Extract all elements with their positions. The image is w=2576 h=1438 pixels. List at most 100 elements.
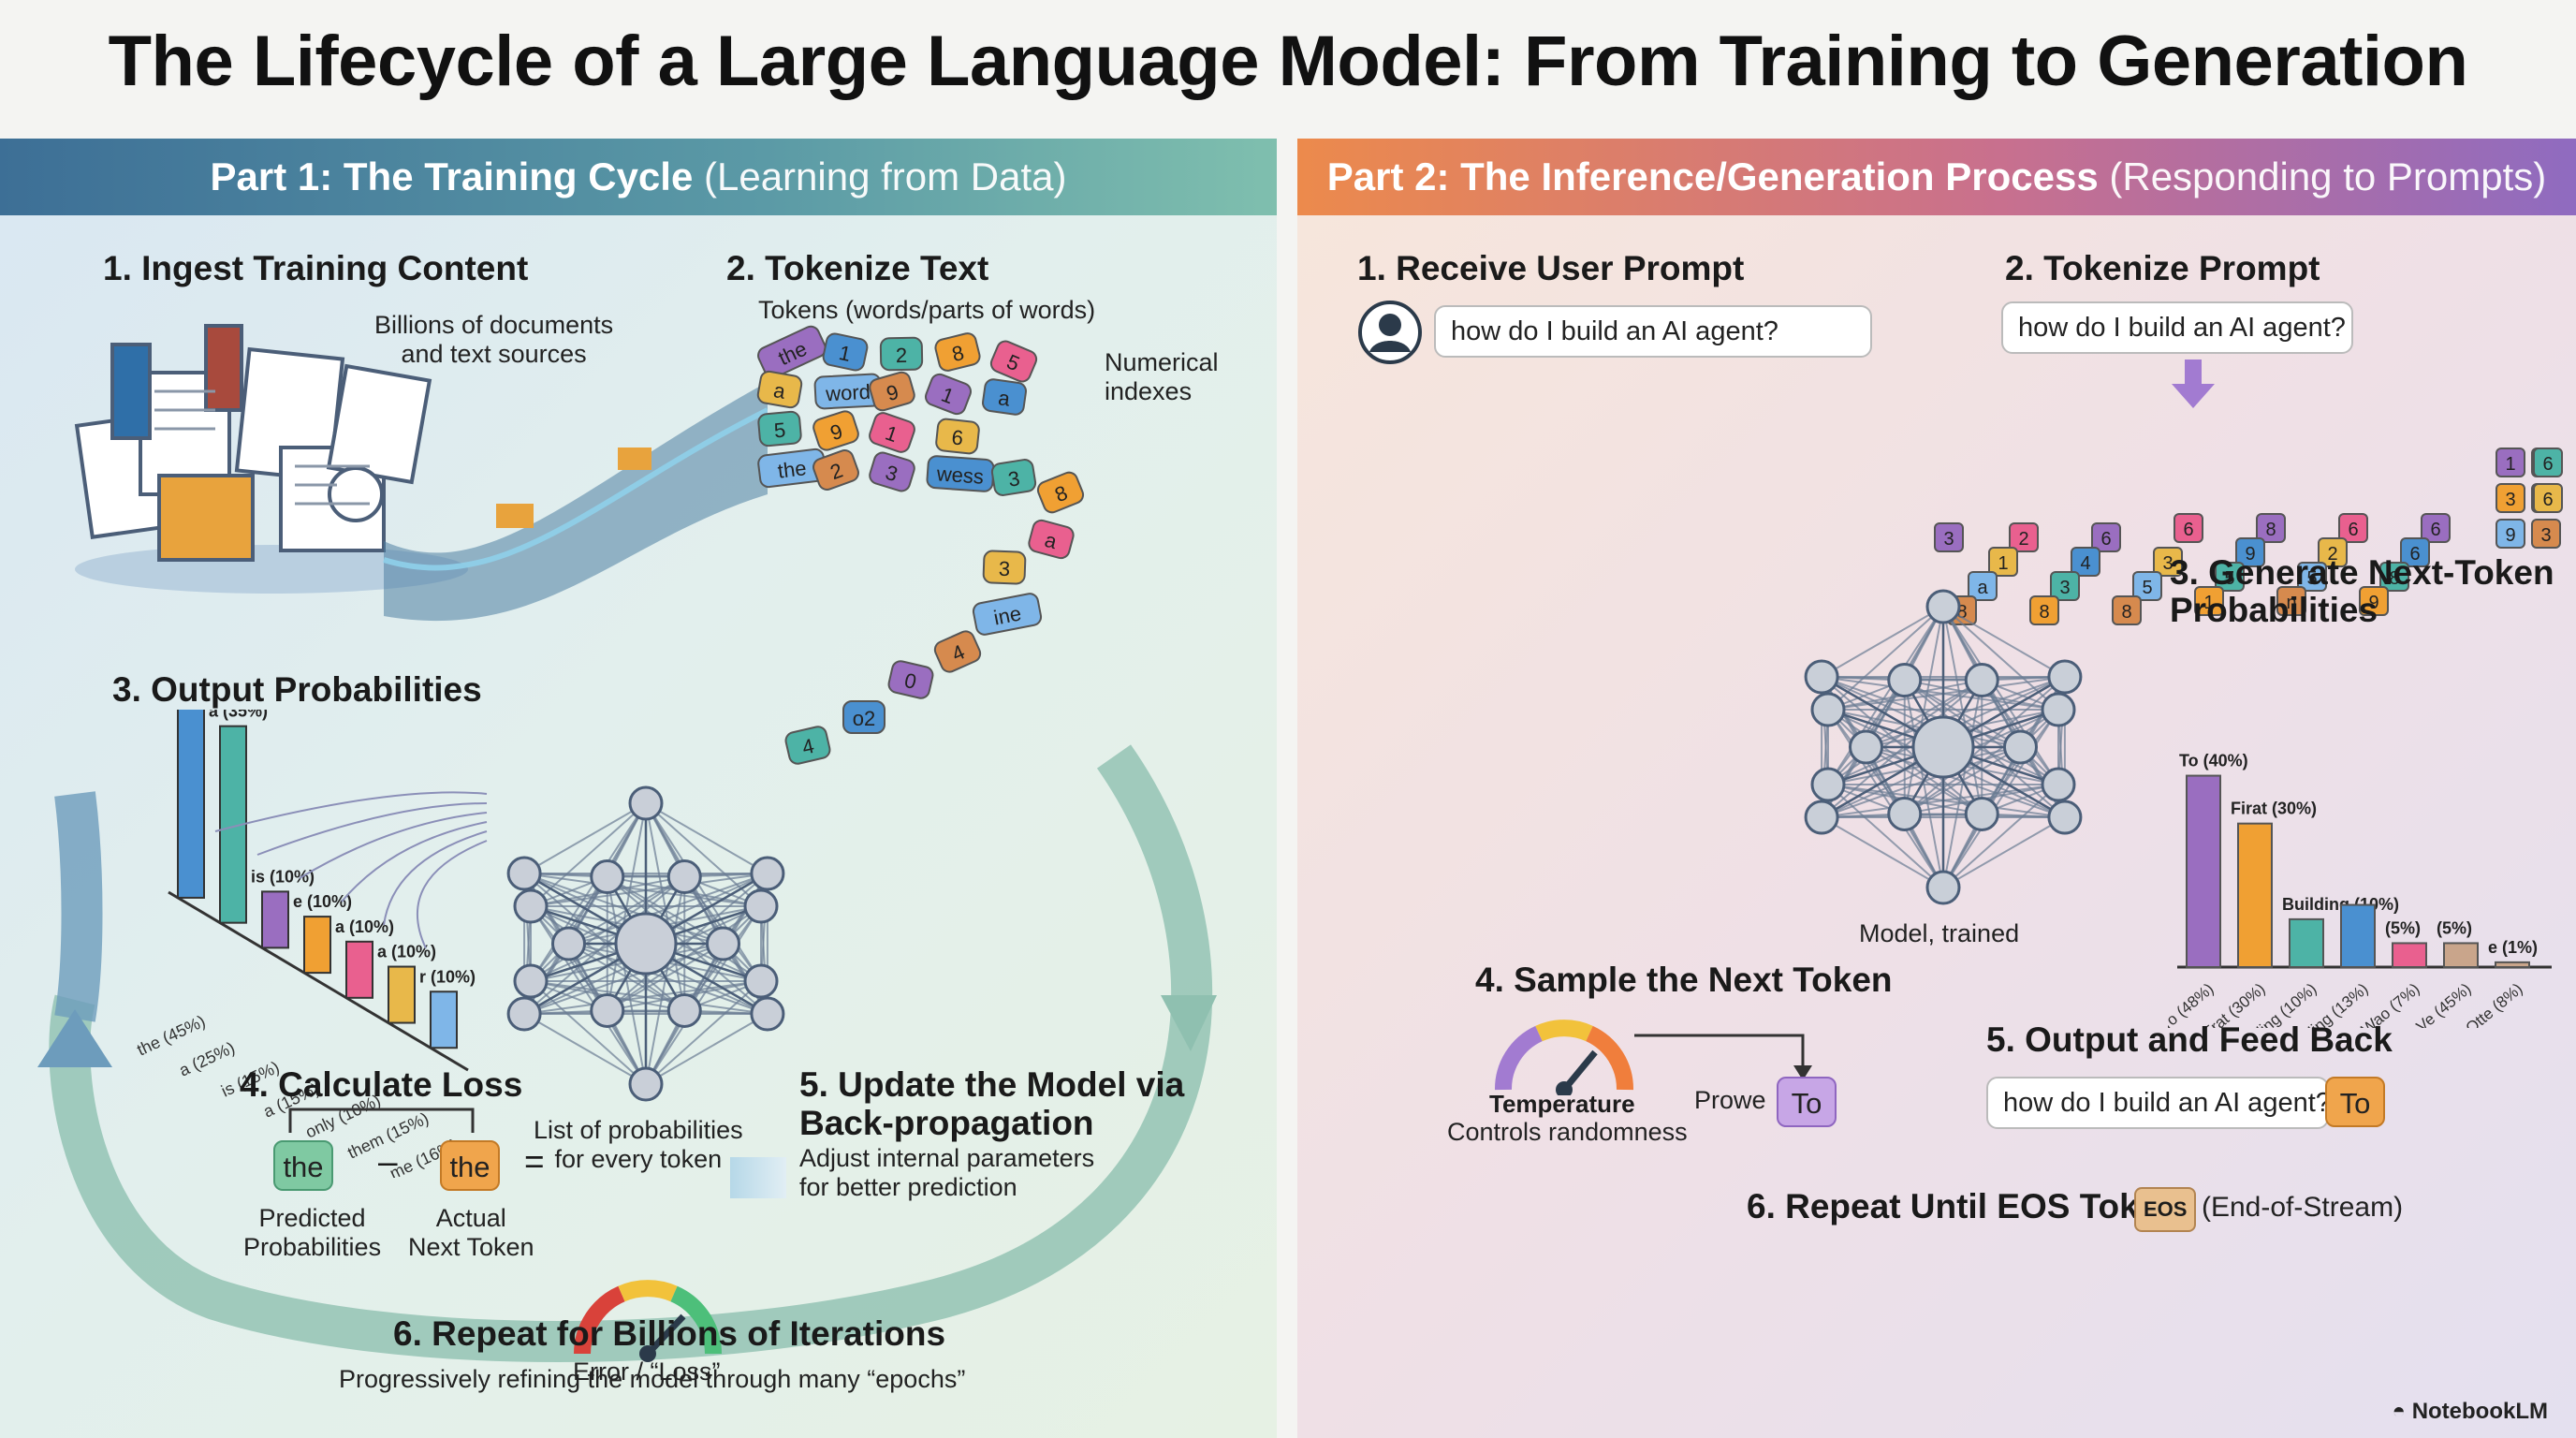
nn-left-connection (645, 1013, 768, 1085)
p2-step4-heading: 4. Sample the Next Token (1475, 961, 1893, 999)
nn-left-connection (607, 873, 768, 1012)
token-chip: o2 (842, 700, 886, 734)
sampled-prev-word: Prowe (1694, 1086, 1766, 1114)
nn-left-node (706, 926, 740, 961)
nn-left-node (666, 992, 702, 1028)
backprop-arrow (730, 1157, 786, 1198)
part2-banner-title: Part 2: The Inference/Generation Process (1326, 154, 2099, 198)
p1-step2-heading: 2. Tokenize Text (726, 249, 989, 287)
p1-bar-label: a (10%) (377, 943, 436, 961)
prompt-token-chip: 6 (2174, 513, 2203, 543)
nn-right-node (1925, 589, 1961, 624)
token-chip: 1 (820, 330, 871, 374)
error-label: Error / “Loss” (573, 1357, 721, 1386)
p1-axis-line (168, 890, 469, 1072)
neural-network-icon (506, 785, 785, 1102)
p1-step5-heading: 5. Update the Model via Back-propagation (799, 1065, 1185, 1142)
temperature-label: Temperature (1489, 1090, 1635, 1118)
nn-left-node (506, 996, 542, 1032)
prompt-token-chip: a (1968, 571, 1998, 601)
token-chip: 8 (1033, 468, 1088, 517)
prompt-token-chip: 8 (2029, 595, 2059, 625)
nn-left-connection (530, 905, 685, 1012)
actual-label: Actual Next Token (408, 1204, 534, 1261)
prompt-token-chip: 1 (2194, 586, 2224, 616)
eos-badge: EOS (2134, 1187, 2197, 1232)
tokenized-prompt-box: how do I build an AI agent? (2001, 301, 2353, 354)
p1-step6-heading: 6. Repeat for Billions of Iterations (393, 1314, 946, 1353)
p2-prob-bar (2237, 822, 2273, 968)
part1-banner: Part 1: The Training Cycle (Learning fro… (0, 139, 1277, 215)
p1-step1-heading: 1. Ingest Training Content (103, 249, 529, 287)
nn-left-connection (645, 802, 768, 874)
nn-left-connection (530, 905, 647, 1085)
token-chip: 3 (982, 550, 1027, 585)
p1-prob-bar (177, 710, 205, 899)
p1-prob-bar (303, 916, 331, 975)
loop-arrowhead-down (1161, 995, 1217, 1051)
nn-left-node (513, 963, 549, 999)
prompt-token-chip: 3 (2496, 483, 2525, 513)
nn-right-connection (1942, 709, 2059, 888)
nn-right-connection (1827, 606, 1944, 785)
nn-left-node (513, 888, 549, 924)
nn-left-node (551, 926, 586, 961)
token-chip: 3 (989, 457, 1038, 498)
p1-bar-label: r (10%) (419, 967, 476, 986)
p1-prob-pointer (383, 830, 488, 926)
nn-right-connection (1821, 676, 1983, 815)
training-loop-arrow (37, 744, 1217, 1362)
prompt-token-chip: 6 (2338, 513, 2368, 543)
nn-left-node (666, 859, 702, 895)
p1-bar-label: a (10%) (335, 917, 394, 936)
prompt-token-chip: n (2276, 586, 2306, 616)
p1-bar-label: e (10%) (293, 892, 352, 911)
token-chip: 2 (879, 336, 924, 372)
footer-label: NotebookLM (2411, 1399, 2548, 1424)
nn-left-connection (607, 875, 768, 1015)
nn-right-connection (1904, 676, 2066, 815)
prompt-token-chip: 1 (1988, 547, 2018, 577)
nn-right-connection (1904, 679, 2066, 818)
prob-list-note: List of probabilities for every token (534, 1116, 743, 1173)
token-chip: 1 (866, 409, 918, 456)
prompt-token-chip: 3 (2531, 519, 2561, 549)
temperature-note: Controls randomness (1447, 1118, 1688, 1146)
model-label: Model, trained (1859, 919, 2020, 947)
token-chip: a (1026, 517, 1076, 562)
tokenize-arrow-icon (2172, 360, 2215, 408)
nn-left-connection (645, 802, 762, 982)
token-chip: 4 (783, 724, 833, 767)
p1-bar-label: is (10%) (251, 867, 315, 886)
output-token-chip: To (2325, 1077, 2385, 1127)
p1-prob-bar (430, 990, 458, 1049)
nn-right-connection (1821, 816, 1944, 888)
p2-bar-label: (5%) (2437, 918, 2472, 937)
page-title: The Lifecycle of a Large Language Model:… (108, 22, 2468, 101)
token-chip: 5 (756, 410, 803, 448)
p1-prob-pointer (341, 821, 488, 902)
nn-right-node (1964, 796, 1999, 831)
nn-right-node (1925, 870, 1961, 905)
p2-bar-label: e (1%) (2488, 938, 2538, 957)
token-chip: 1 (922, 370, 974, 418)
nn-right-node (1964, 663, 1999, 698)
token-chip: 6 (934, 417, 981, 456)
nn-right-node (2041, 767, 2076, 802)
part1-banner-subtitle: (Learning from Data) (703, 154, 1067, 198)
p2-prob-bar (2392, 942, 2427, 969)
nn-left-node (628, 1066, 664, 1102)
eos-note: (End-of-Stream) (2202, 1192, 2404, 1223)
sample-arrow-icon (1634, 1034, 1812, 1080)
p2-bar-label: To (40%) (2179, 752, 2248, 770)
part1-banner-title: Part 1: The Training Cycle (210, 154, 694, 198)
p1-prob-pointer (417, 840, 488, 949)
nn-left-node (743, 963, 779, 999)
nn-left-node (743, 888, 779, 924)
output-probabilities-chart: the (45%)a (35%)is (10%)e (10%)a (10%)a … (134, 710, 503, 1178)
documents-pile-icon (74, 324, 468, 594)
nn-right-node (2047, 800, 2083, 835)
nn-left-connection (530, 802, 647, 982)
nn-left-node (628, 785, 664, 821)
